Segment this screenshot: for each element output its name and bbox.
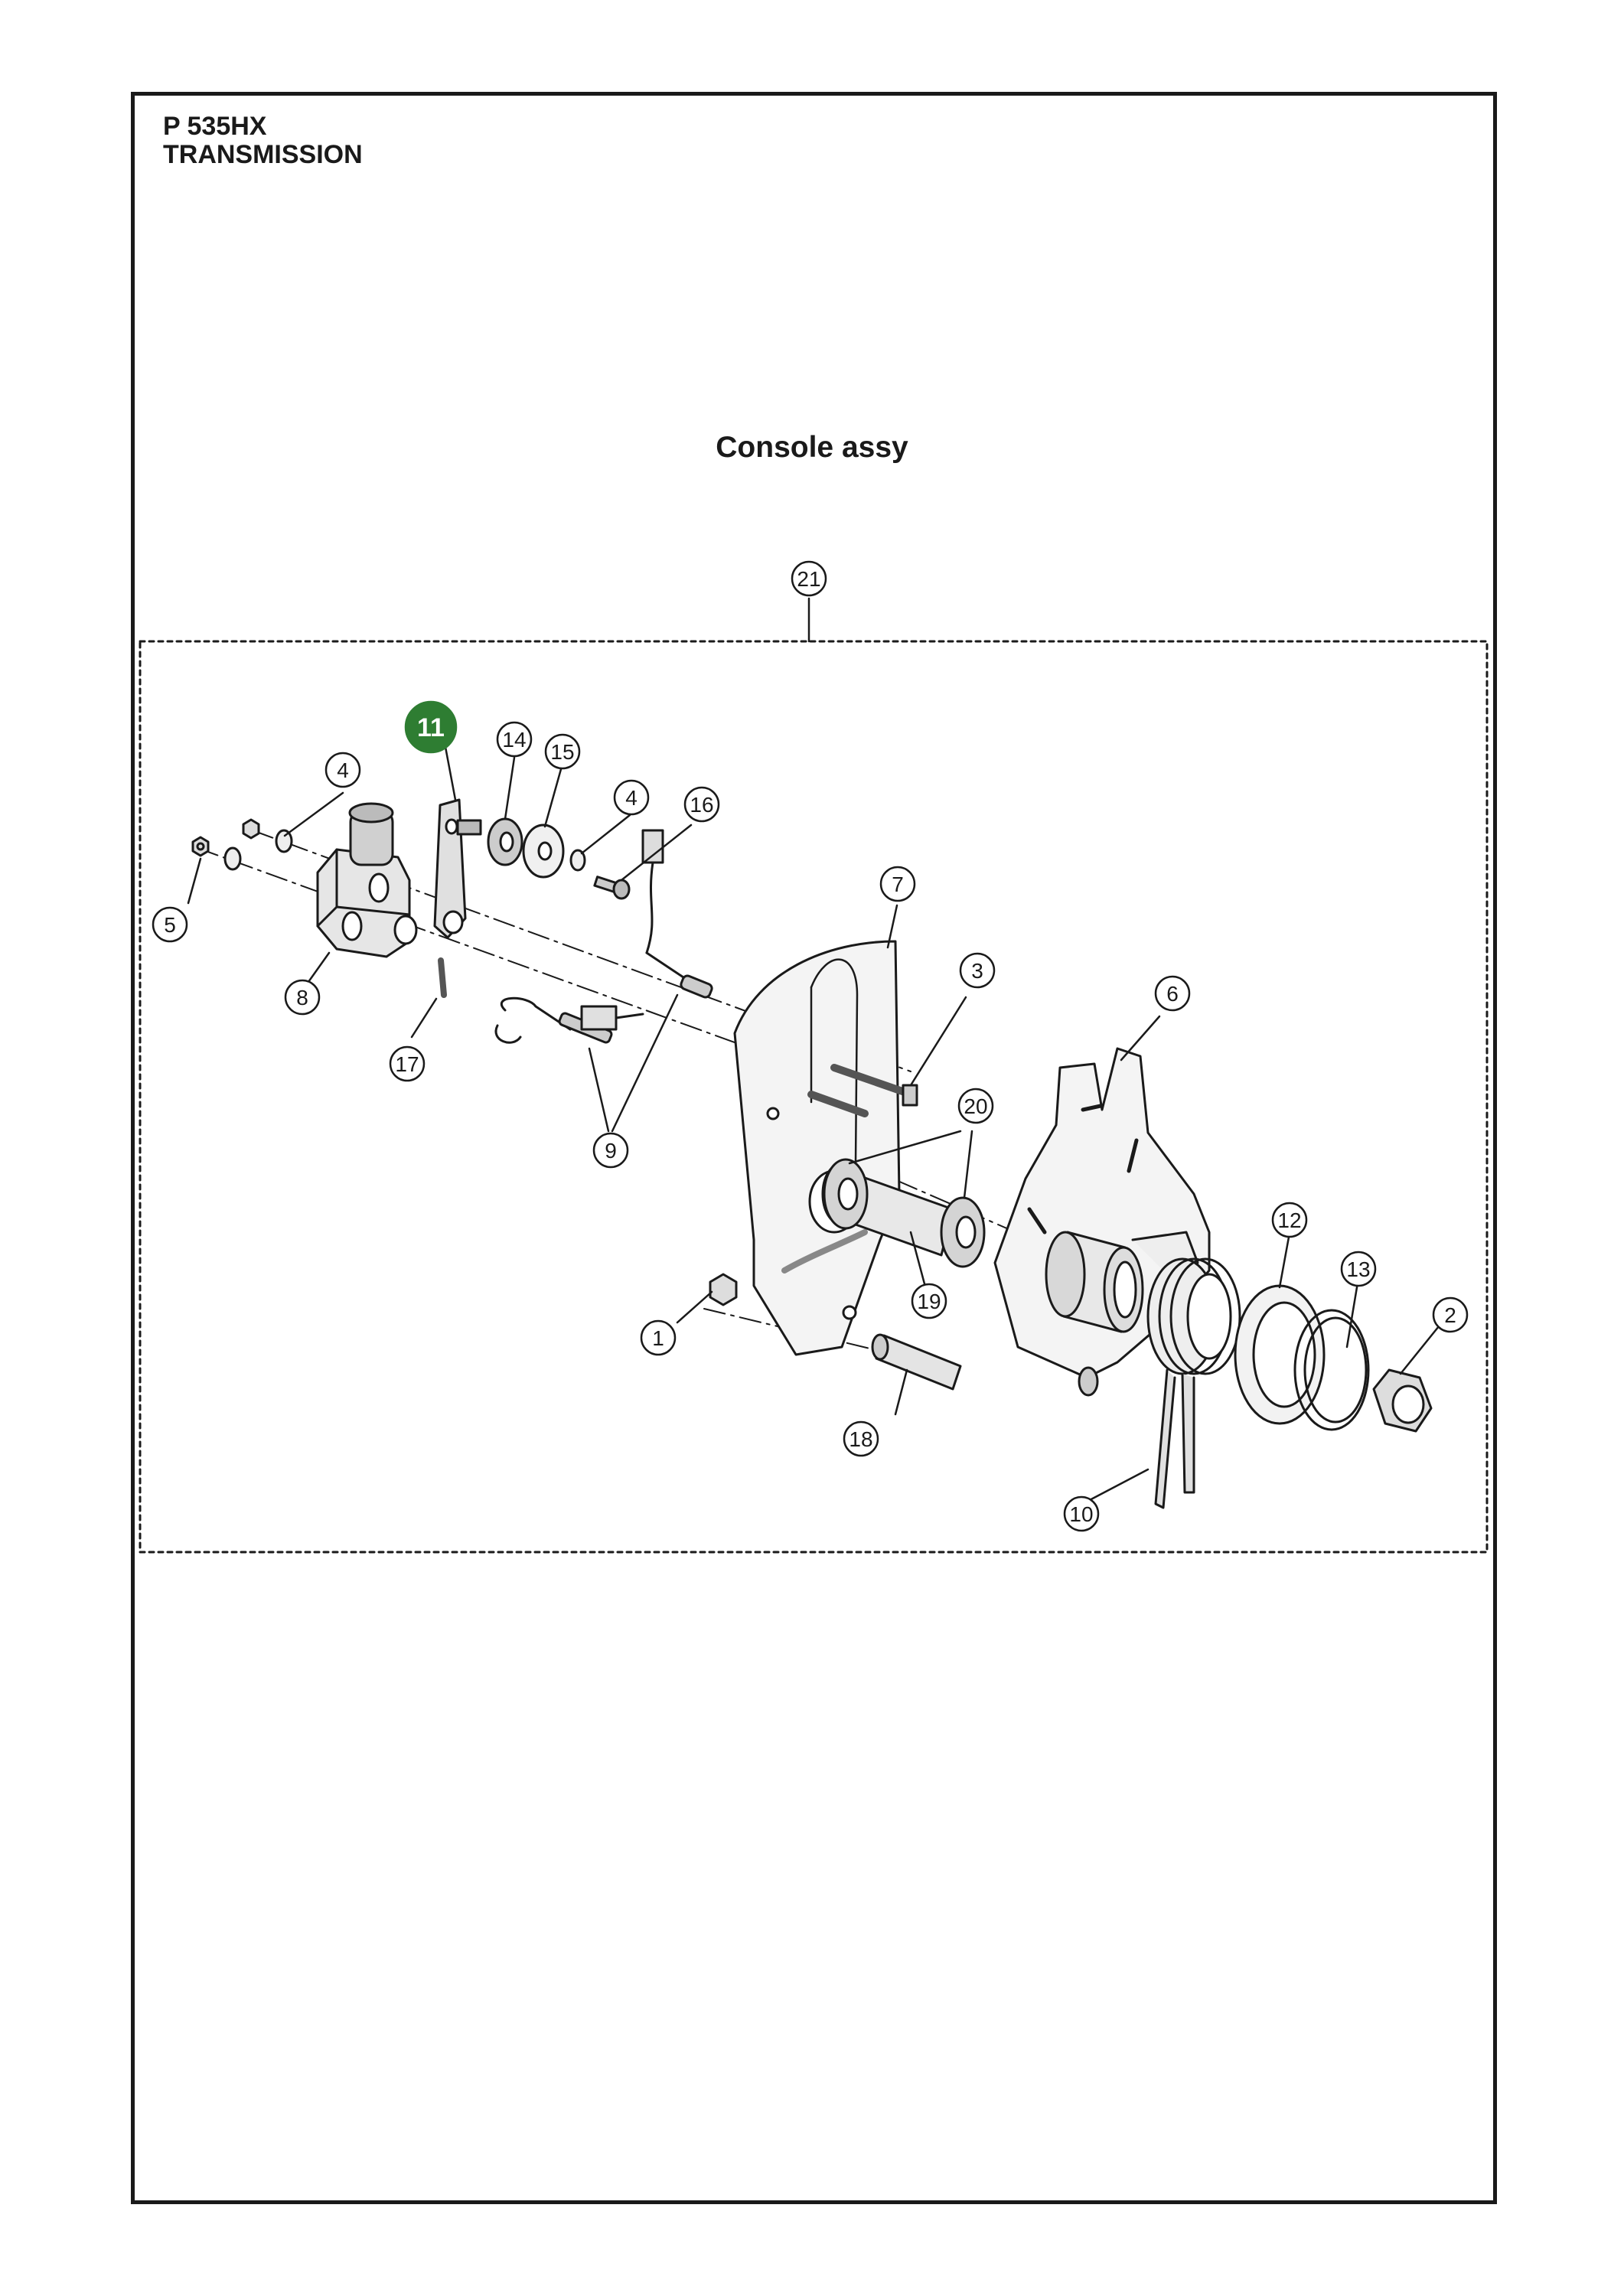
torsion-spring-10 bbox=[1146, 1257, 1241, 1509]
callout-21: 21 bbox=[797, 567, 820, 591]
callout-18: 18 bbox=[849, 1427, 872, 1451]
callout-10: 10 bbox=[1069, 1502, 1093, 1526]
pin-17 bbox=[438, 957, 447, 998]
callout-12: 12 bbox=[1277, 1208, 1301, 1232]
callout-11-bubble bbox=[404, 700, 458, 754]
callout-4-bubble bbox=[613, 779, 650, 816]
bearing-20a bbox=[823, 1158, 869, 1230]
callout-7: 7 bbox=[892, 872, 904, 896]
bolt-3 bbox=[807, 1064, 918, 1117]
pin-18 bbox=[871, 1333, 962, 1391]
callout-2: 2 bbox=[1444, 1303, 1456, 1327]
callout-16: 16 bbox=[690, 793, 713, 817]
bearing-20b bbox=[940, 1196, 986, 1268]
bracket-plate-7 bbox=[733, 940, 901, 1356]
callout-19-bubble bbox=[911, 1283, 947, 1319]
callout-9: 9 bbox=[605, 1139, 617, 1163]
nut-1 bbox=[709, 1273, 738, 1306]
diagram-title: Console assy bbox=[716, 431, 908, 464]
callout-10-bubble bbox=[1063, 1495, 1100, 1532]
callout-2-bubble bbox=[1432, 1296, 1469, 1333]
lock-nut-2 bbox=[1372, 1368, 1433, 1433]
callout-21-bubble bbox=[791, 560, 827, 597]
callout-6: 6 bbox=[1166, 982, 1179, 1006]
lever-arm-11 bbox=[433, 798, 482, 939]
callout-15: 15 bbox=[550, 740, 574, 764]
switch-body-8 bbox=[316, 802, 418, 958]
callout-17-bubble bbox=[389, 1045, 426, 1082]
callout-5: 5 bbox=[164, 913, 176, 937]
callout-13-bubble bbox=[1340, 1251, 1377, 1287]
callout-1: 1 bbox=[652, 1326, 664, 1350]
washer-15 bbox=[522, 823, 565, 879]
bolt-16 bbox=[593, 876, 631, 900]
callout-14-bubble bbox=[496, 721, 533, 758]
callout-20-bubble bbox=[957, 1088, 994, 1124]
callout-5-bubble bbox=[152, 906, 188, 943]
page-frame bbox=[131, 92, 1497, 2204]
callout-3: 3 bbox=[971, 959, 983, 983]
callout-3-bubble bbox=[959, 952, 996, 989]
callout-4: 4 bbox=[625, 786, 638, 810]
leader-lines bbox=[187, 745, 1440, 1503]
washer-left bbox=[223, 846, 242, 871]
callout-6-bubble bbox=[1154, 975, 1191, 1012]
callout-13: 13 bbox=[1346, 1257, 1370, 1281]
section-title: TRANSMISSION bbox=[163, 140, 363, 169]
callout-20: 20 bbox=[964, 1094, 987, 1118]
wire-harness-9 bbox=[494, 829, 713, 1044]
callout-7-bubble bbox=[879, 866, 916, 902]
callout-17: 17 bbox=[395, 1052, 419, 1076]
callout-16-bubble bbox=[683, 786, 720, 823]
hub-sleeve bbox=[1045, 1231, 1199, 1397]
callout-18-bubble bbox=[843, 1420, 879, 1457]
washer-4b bbox=[569, 849, 586, 872]
callout-15-bubble bbox=[544, 733, 581, 770]
callout-8: 8 bbox=[296, 986, 308, 1009]
model-number: P 535HX bbox=[163, 112, 267, 141]
washer-4a bbox=[275, 829, 293, 853]
callout-19: 19 bbox=[917, 1290, 941, 1313]
callout-8-bubble bbox=[284, 979, 321, 1016]
spacer-14 bbox=[487, 817, 523, 866]
nut-5 bbox=[191, 836, 210, 857]
callout-1-bubble bbox=[640, 1319, 677, 1356]
callout-9-bubble bbox=[592, 1132, 629, 1169]
nut-upper bbox=[242, 818, 260, 840]
callout-14: 14 bbox=[502, 728, 526, 752]
callout-12-bubble bbox=[1271, 1202, 1308, 1238]
callout-4: 4 bbox=[337, 758, 349, 782]
snap-ring-13 bbox=[1293, 1309, 1370, 1431]
callout-11: 11 bbox=[417, 713, 445, 742]
assembly-boundary bbox=[139, 640, 1489, 1554]
callout-4-bubble bbox=[324, 752, 361, 788]
